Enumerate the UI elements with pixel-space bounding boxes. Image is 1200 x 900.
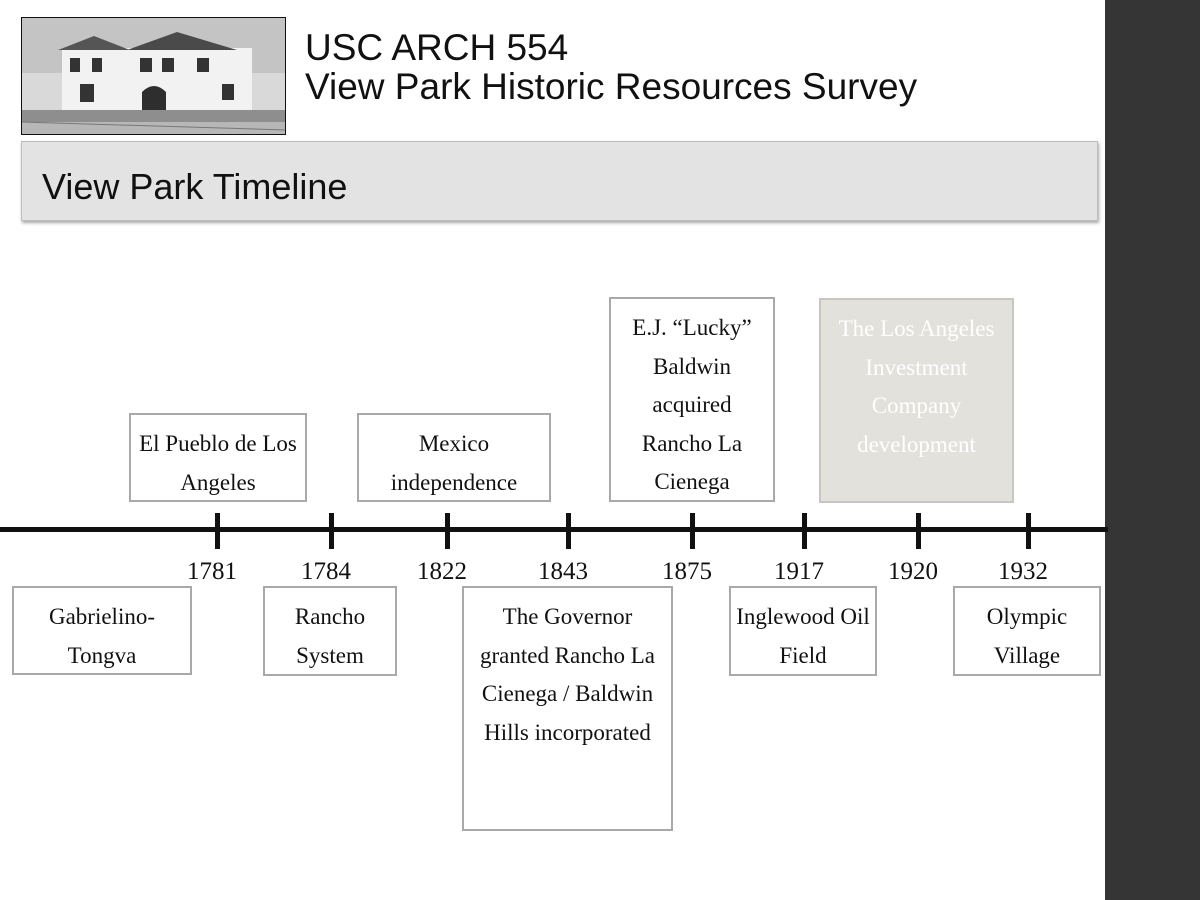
event-below-inglewood-oil: Inglewood Oil Field	[729, 586, 877, 676]
course-subtitle: View Park Historic Resources Survey	[305, 66, 918, 107]
timeline-tick	[215, 513, 220, 549]
event-below-gabrielino: Gabrielino-Tongva	[12, 586, 192, 675]
event-above-mexico-independence: Mexico independence	[357, 413, 551, 502]
timeline-tick	[802, 513, 807, 549]
timeline-tick	[1026, 513, 1031, 549]
year-label: 1784	[301, 558, 351, 585]
timeline-tick	[445, 513, 450, 549]
event-above-pueblo: El Pueblo de Los Angeles	[129, 413, 307, 502]
course-code: USC ARCH 554	[305, 27, 569, 68]
house-photo	[21, 17, 286, 135]
event-above-la-investment: The Los Angeles Investment Company devel…	[819, 298, 1014, 503]
timeline-axis	[0, 527, 1108, 532]
event-below-governor-grant: The Governor granted Rancho La Cienega /…	[462, 586, 673, 831]
event-above-baldwin: E.J. “Lucky” Baldwin acquired Rancho La …	[609, 297, 775, 502]
right-sidebar-band	[1105, 0, 1200, 900]
course-header: USC ARCH 554 View Park Historic Resource…	[305, 28, 917, 106]
timeline-tick	[329, 513, 334, 549]
timeline-tick	[916, 513, 921, 549]
year-label: 1932	[998, 558, 1048, 585]
event-below-rancho-system: Rancho System	[263, 586, 397, 676]
year-label: 1875	[662, 558, 712, 585]
year-label: 1917	[774, 558, 824, 585]
year-label: 1920	[888, 558, 938, 585]
event-below-olympic-village: Olympic Village	[953, 586, 1101, 676]
page-title: View Park Timeline	[42, 166, 348, 207]
year-label: 1781	[187, 558, 237, 585]
section-title-bar: View Park Timeline	[21, 141, 1098, 221]
timeline-tick	[566, 513, 571, 549]
timeline-tick	[690, 513, 695, 549]
year-label: 1843	[538, 558, 588, 585]
year-label: 1822	[417, 558, 467, 585]
